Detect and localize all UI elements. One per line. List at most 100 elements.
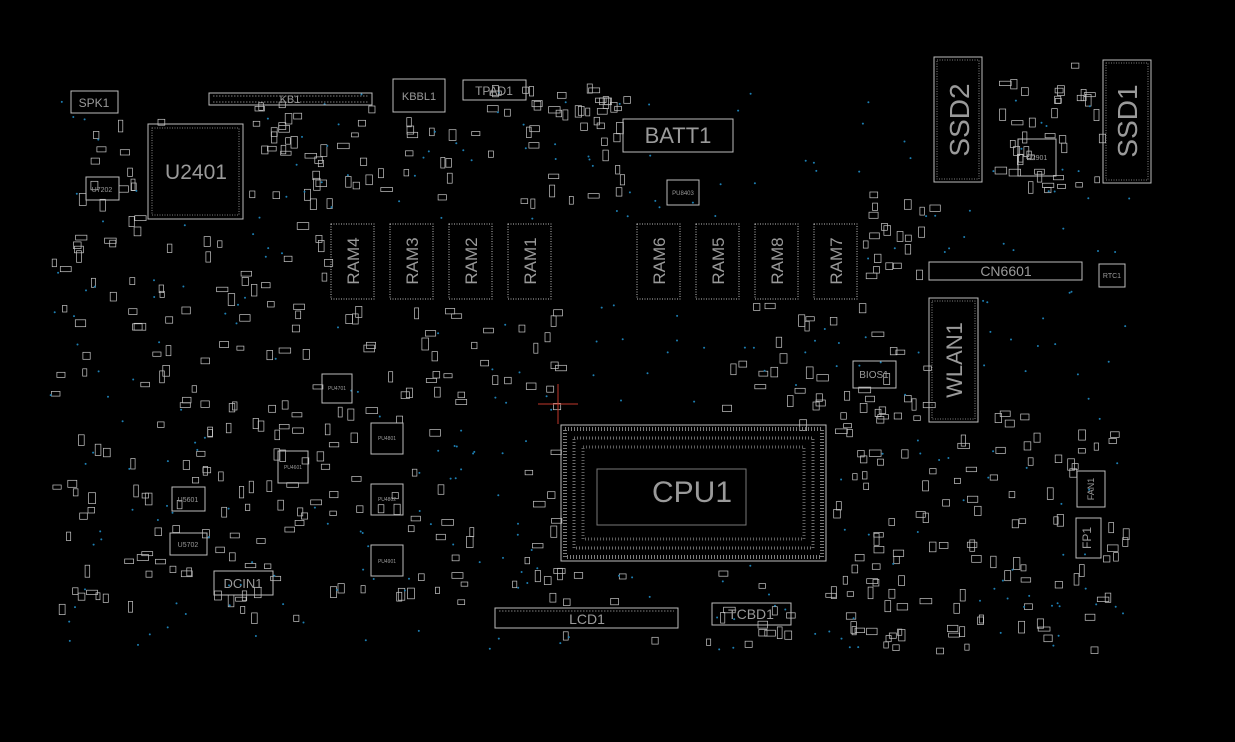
via [968,209,971,212]
via [1087,197,1090,200]
via [73,315,75,318]
passive-component [915,511,926,518]
passive-component [529,125,540,133]
via [676,339,678,342]
label-u2401: U2401 [165,161,227,184]
via [864,336,867,339]
passive-component [533,342,539,354]
passive-component [1094,176,1100,184]
component-rtc1[interactable]: RTC1 [1098,263,1126,288]
component-ram7[interactable]: RAM7 [813,223,858,300]
passive-component [753,303,761,311]
passive-component [186,567,192,577]
via [620,399,622,402]
passive-component [313,177,321,191]
label-ram6: RAM6 [650,237,669,284]
component-fp1[interactable]: FP1 [1075,517,1102,559]
passive-component [868,449,882,457]
component-pu4701[interactable]: PU4701 [321,373,353,404]
component-ssd2[interactable]: SSD2 [933,56,983,183]
via [550,408,553,411]
passive-component [127,167,133,177]
via [749,564,752,567]
passive-component [82,368,88,377]
passive-component [99,198,106,212]
via [166,460,169,463]
component-fan1[interactable]: FAN1 [1076,470,1106,508]
passive-component [471,341,478,350]
passive-component [1110,431,1120,438]
component-ram2[interactable]: RAM2 [448,223,493,300]
component-u2401[interactable]: U2401 [147,123,244,220]
passive-component [1083,92,1096,98]
component-u5601[interactable]: U5601 [171,486,206,512]
via [743,346,746,349]
component-u7202[interactable]: U7202 [85,176,120,201]
passive-component [460,581,469,587]
component-ram8[interactable]: RAM8 [754,223,799,300]
label-ram2: RAM2 [462,237,481,284]
component-wlan1[interactable]: WLAN1 [928,297,979,423]
component-u2901[interactable]: U2901 [1017,138,1057,177]
component-cpu1[interactable]: CPU1 [560,424,827,562]
via [166,626,169,629]
component-bios1[interactable]: BIOS1 [852,360,897,389]
passive-component [744,640,753,648]
component-pu4601[interactable]: PU4601 [277,450,309,484]
via [612,304,615,307]
component-ram6[interactable]: RAM6 [636,223,681,300]
passive-component [1008,491,1016,499]
component-kbbl1[interactable]: KBBL1 [392,78,446,113]
via [417,629,420,632]
passive-component [360,157,368,166]
label-ssd1: SSD1 [1112,84,1143,157]
component-lcd1[interactable]: LCD1 [494,607,679,629]
component-ram3[interactable]: RAM3 [389,223,434,300]
passive-component [1053,175,1064,181]
passive-component [425,330,437,337]
passive-component [1037,626,1051,632]
component-dcin1[interactable]: DCIN1 [213,570,274,596]
via [588,158,591,161]
passive-component [62,305,68,313]
passive-component [1093,442,1099,451]
component-ram4[interactable]: RAM4 [330,223,375,300]
via [615,210,618,212]
component-pu4901[interactable]: PU4901 [370,544,404,577]
component-u5702[interactable]: U5702 [169,532,208,556]
component-kb1[interactable]: KB1 [208,92,373,106]
via [497,637,500,640]
passive-component [397,587,406,601]
via [587,155,590,158]
passive-component [51,258,57,268]
passive-component [74,319,87,328]
component-ram1[interactable]: RAM1 [507,223,552,300]
component-ssd1[interactable]: SSD1 [1102,59,1152,184]
passive-component [1051,108,1058,119]
via [1012,249,1015,252]
component-spk1[interactable]: SPK1 [70,90,119,114]
passive-component [480,359,489,367]
passive-component [181,306,191,315]
component-tcbd1[interactable]: TCBD1 [711,602,792,626]
component-pu4802[interactable]: PU4802 [370,483,404,516]
via [992,170,995,173]
passive-component [504,108,511,117]
passive-component [91,277,96,288]
passive-component [457,599,466,605]
passive-component [363,344,375,353]
via [693,400,696,403]
via [814,339,816,342]
passive-component [555,109,562,118]
component-cn6601[interactable]: CN6601 [928,261,1083,281]
component-ram5[interactable]: RAM5 [695,223,740,300]
component-batt1[interactable]: BATT1 [622,118,734,153]
passive-component [1004,419,1015,428]
component-pu4801[interactable]: PU4801 [370,422,404,455]
passive-component [403,169,410,177]
passive-component [128,308,138,315]
component-tpad1[interactable]: TPAD1 [462,79,527,101]
component-pu8403[interactable]: PU8403 [666,179,700,206]
passive-component [922,512,929,523]
